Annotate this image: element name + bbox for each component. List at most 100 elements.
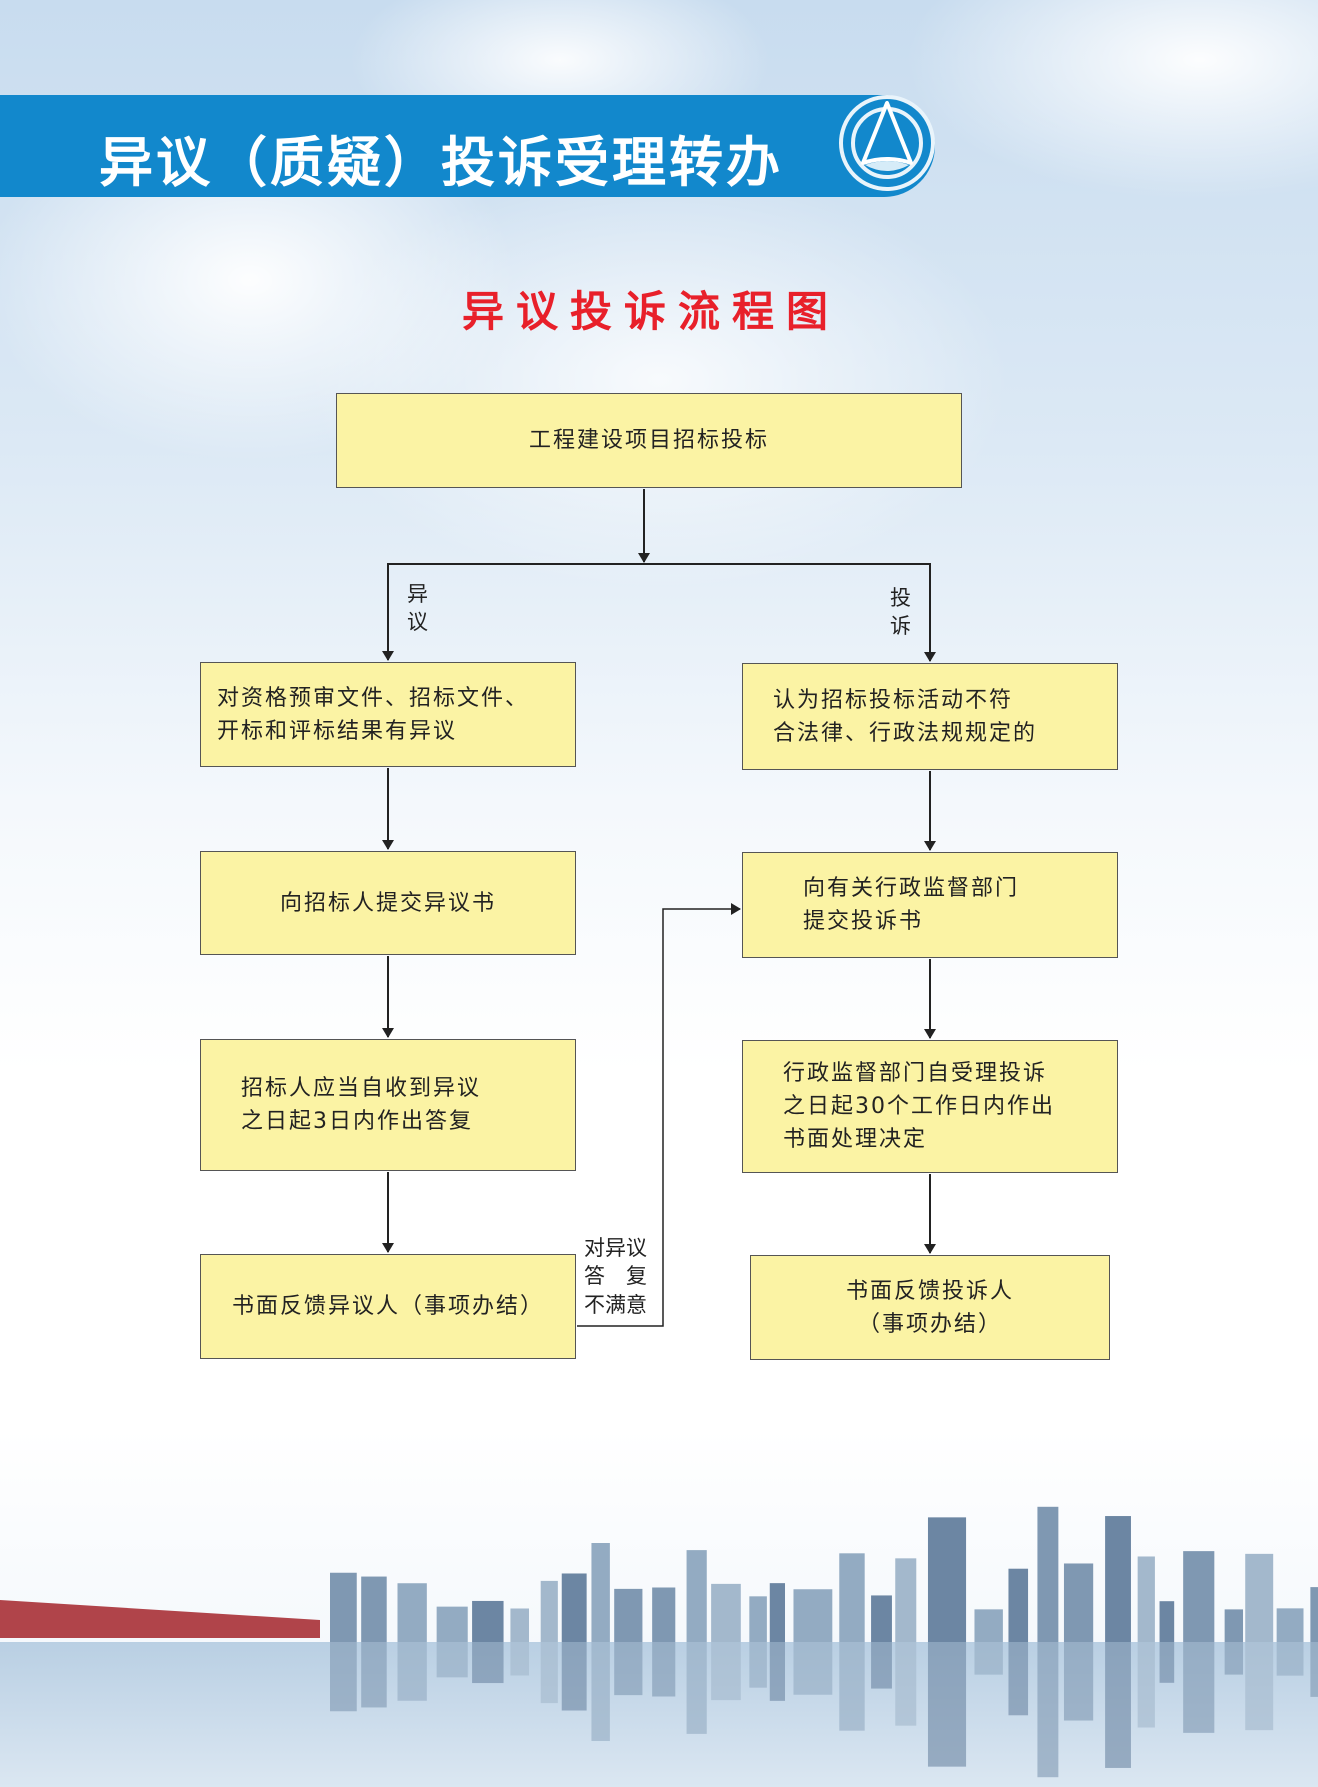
building [1276,1608,1304,1642]
box-text: 向招标人提交异议书 [279,890,496,916]
building [1105,1642,1131,1768]
label-char: 议 [407,610,428,635]
right-step-4: 书面反馈投诉人 （事项办结） [750,1255,1110,1360]
building [769,1583,786,1642]
building [749,1642,767,1688]
label-line: 对异议 [584,1236,647,1260]
building [1310,1642,1318,1697]
building [330,1642,357,1712]
building [436,1606,468,1642]
building [1159,1601,1175,1642]
building [711,1583,741,1642]
building [793,1642,833,1695]
city-skyline-image [0,1506,1318,1787]
bridge [0,1600,320,1638]
building [871,1595,892,1642]
label-line: 不满意 [584,1292,647,1317]
building [591,1543,610,1642]
building [614,1642,643,1696]
box-text: 向有关行政监督部门 [803,876,1020,901]
escalation-arrow [577,903,741,1327]
building [652,1642,676,1697]
building [361,1642,387,1708]
box-text: 之日起30个工作日内作出 [783,1094,1055,1119]
building [1245,1642,1274,1731]
building [1063,1642,1094,1721]
building [839,1642,865,1731]
title-banner [0,95,935,197]
box-text: 之日起3日内作出答复 [241,1109,473,1134]
building [510,1642,530,1676]
box-text: （事项办结） [857,1311,1002,1337]
building [1063,1563,1094,1642]
building [1159,1642,1175,1683]
box-text: 认为招标投标活动不符 [773,687,1014,713]
building [397,1583,427,1642]
building [1245,1553,1274,1642]
building [397,1642,427,1701]
building [1183,1642,1215,1733]
building [895,1558,917,1642]
box-text: 提交投诉书 [803,909,924,934]
building [1137,1556,1155,1642]
box-text: 行政监督部门自受理投诉 [783,1061,1048,1086]
box-text: 对资格预审文件、招标文件、 [217,685,530,711]
building [540,1642,558,1704]
box-text: 开标和评标结果有异议 [217,718,458,744]
building [1008,1642,1029,1716]
banner-title: 异议（质疑）投诉受理转办 [99,131,783,194]
building [793,1589,833,1642]
left-step-3: 招标人应当自收到异议之日起3日内作出答复 [200,1039,576,1171]
left-step-2: 向招标人提交异议书 [200,851,576,955]
building [686,1550,707,1642]
box-text: 书面反馈投诉人 [845,1278,1014,1304]
left-step-4: 书面反馈异议人（事项办结） [200,1254,576,1359]
building [1105,1516,1131,1642]
flowchart-title: 异议投诉流程图 [462,287,841,336]
building [686,1642,707,1734]
triangle-circle-logo-icon [839,95,935,191]
building [1224,1609,1244,1642]
branch-line [387,563,931,660]
building [895,1642,917,1726]
label-char: 诉 [890,614,911,639]
building [1276,1642,1304,1676]
building [1137,1642,1155,1728]
building [871,1642,892,1689]
building [974,1609,1003,1642]
building [510,1608,530,1642]
building [472,1600,504,1642]
box-text: 书面反馈异议人（事项办结） [231,1294,544,1319]
building [614,1588,643,1642]
building [1183,1551,1215,1642]
building [1310,1587,1318,1642]
building [591,1642,610,1741]
building [1037,1642,1059,1778]
box-text: 书面处理决定 [783,1127,928,1152]
building [540,1580,558,1642]
building [769,1642,786,1701]
left-step-1: 对资格预审文件、招标文件、开标和评标结果有异议 [200,662,576,767]
flow-start-box: 工程建设项目招标投标 [336,393,962,488]
label-line: 答 复 [584,1264,647,1289]
label-char: 异 [407,582,428,606]
branch-label-objection: 异 议 [407,580,428,637]
building [361,1576,387,1642]
building [839,1553,865,1642]
building [561,1642,587,1711]
label-char: 投 [890,586,911,610]
right-step-1: 认为招标投标活动不符合法律、行政法规规定的 [742,663,1118,770]
building [1224,1642,1244,1675]
building [711,1642,741,1701]
right-step-2: 向有关行政监督部门提交投诉书 [742,852,1118,958]
escalation-label: 对异议 答 复 不满意 [584,1234,647,1319]
building [1037,1506,1059,1642]
building [974,1642,1003,1675]
box-text: 合法律、行政法规规定的 [773,720,1038,746]
box-text: 工程建设项目招标投标 [528,428,769,453]
building [436,1642,468,1678]
building [472,1642,504,1684]
building [927,1517,967,1642]
building [330,1572,357,1642]
